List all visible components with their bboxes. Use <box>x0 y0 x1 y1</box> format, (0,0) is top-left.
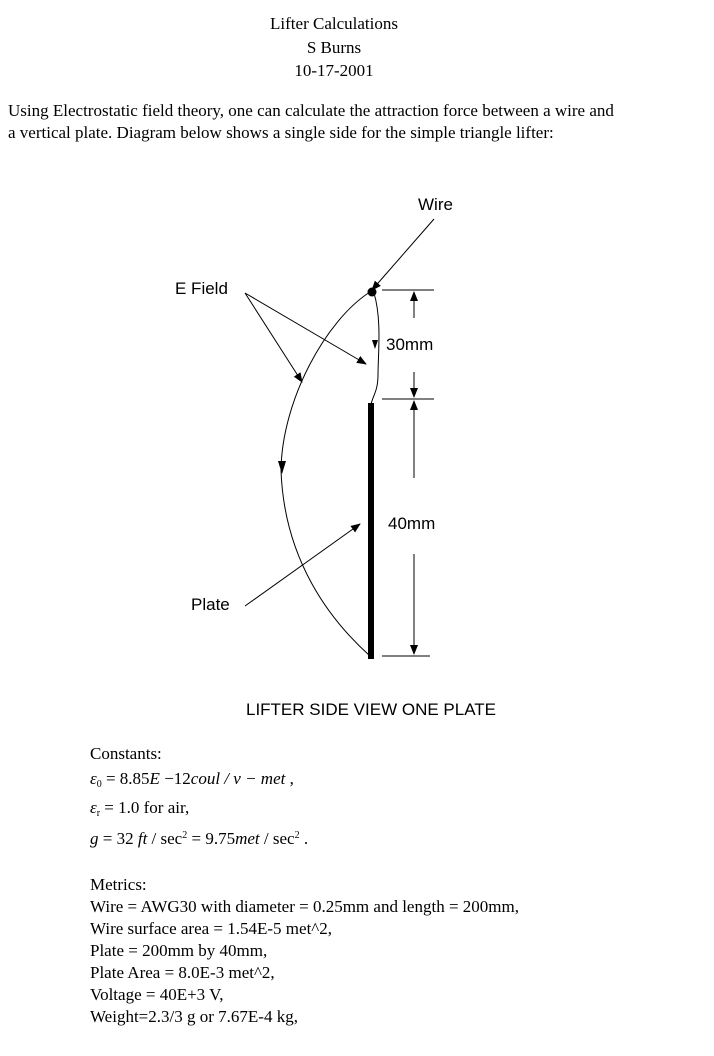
field-line-short-arrowhead <box>372 340 378 349</box>
field-line-long <box>280 291 371 657</box>
plate <box>368 403 374 659</box>
g-u1: ft <box>137 829 148 848</box>
eps0-exp: −12 <box>159 769 191 788</box>
epsr-tail: for air, <box>139 798 190 817</box>
intro-line-2: a vertical plate. Diagram below shows a … <box>8 123 554 142</box>
epsr-symbol: ε <box>90 798 97 817</box>
eps0-tail: , <box>285 769 294 788</box>
epsr-sub: r <box>96 808 101 819</box>
eps0-sub: 0 <box>96 779 102 790</box>
eps0-eq: = 8.85 <box>101 769 150 788</box>
efield-pointer-2 <box>244 292 367 365</box>
gap-dimension-label: 30mm <box>386 335 434 354</box>
efield-pointer-1 <box>244 292 303 383</box>
metrics-line: Voltage = 40E+3 V, <box>90 985 224 1004</box>
g-tail: . <box>299 829 309 848</box>
g-s1: / sec <box>147 829 183 848</box>
metrics-line: Wire = AWG30 with diameter = 0.25mm and … <box>90 897 519 916</box>
constant-g: g = 32 ft / sec2 = 9.75met / sec2 . <box>90 825 308 850</box>
metrics-line: Wire surface area = 1.54E-5 met^2, <box>90 919 333 938</box>
eps0-unit: coul / v − met <box>190 769 286 788</box>
g-eq: = 32 <box>98 829 138 848</box>
document-title: Lifter Calculations <box>270 14 398 33</box>
field-line-long-arrowhead <box>278 461 286 474</box>
g-symbol: g <box>90 829 99 848</box>
document-author: S Burns <box>306 38 362 57</box>
efield-label: E Field <box>175 279 228 298</box>
metrics-line: Plate = 200mm by 40mm, <box>90 941 268 960</box>
intro-line-1: Using Electrostatic field theory, one ca… <box>8 101 614 120</box>
constants-heading: Constants: <box>90 744 162 763</box>
eps0-symbol: ε <box>90 769 97 788</box>
plate-label: Plate <box>191 595 230 614</box>
g-u2: met <box>235 829 260 848</box>
wire-label: Wire <box>418 195 453 214</box>
diagram-caption: LIFTER SIDE VIEW ONE PLATE <box>245 700 496 719</box>
g-p1: 2 <box>182 830 188 841</box>
epsr-eq: = 1.0 <box>100 798 140 817</box>
metrics-line: Plate Area = 8.0E-3 met^2, <box>90 963 275 982</box>
document-date: 10-17-2001 <box>294 61 374 80</box>
plate-height-label: 40mm <box>388 514 436 533</box>
g-p2: 2 <box>294 830 300 841</box>
metrics-heading: Metrics: <box>90 875 147 894</box>
wire-dot <box>367 287 377 297</box>
constant-epsr: εr = 1.0 for air, <box>90 797 189 825</box>
intro-paragraph: Using Electrostatic field theory, one ca… <box>8 100 708 144</box>
metrics-line: Weight=2.3/3 g or 7.67E-4 kg, <box>90 1007 298 1026</box>
g-eq2: = 9.75 <box>187 829 236 848</box>
wire-pointer-arrow <box>371 218 435 291</box>
plate-pointer-arrow <box>244 523 361 607</box>
g-s2: / sec <box>259 829 295 848</box>
eps0-E: E <box>149 769 160 788</box>
field-line-short <box>370 292 380 406</box>
constant-eps0: ε0 = 8.85E −12coul / v − met , <box>90 768 294 796</box>
